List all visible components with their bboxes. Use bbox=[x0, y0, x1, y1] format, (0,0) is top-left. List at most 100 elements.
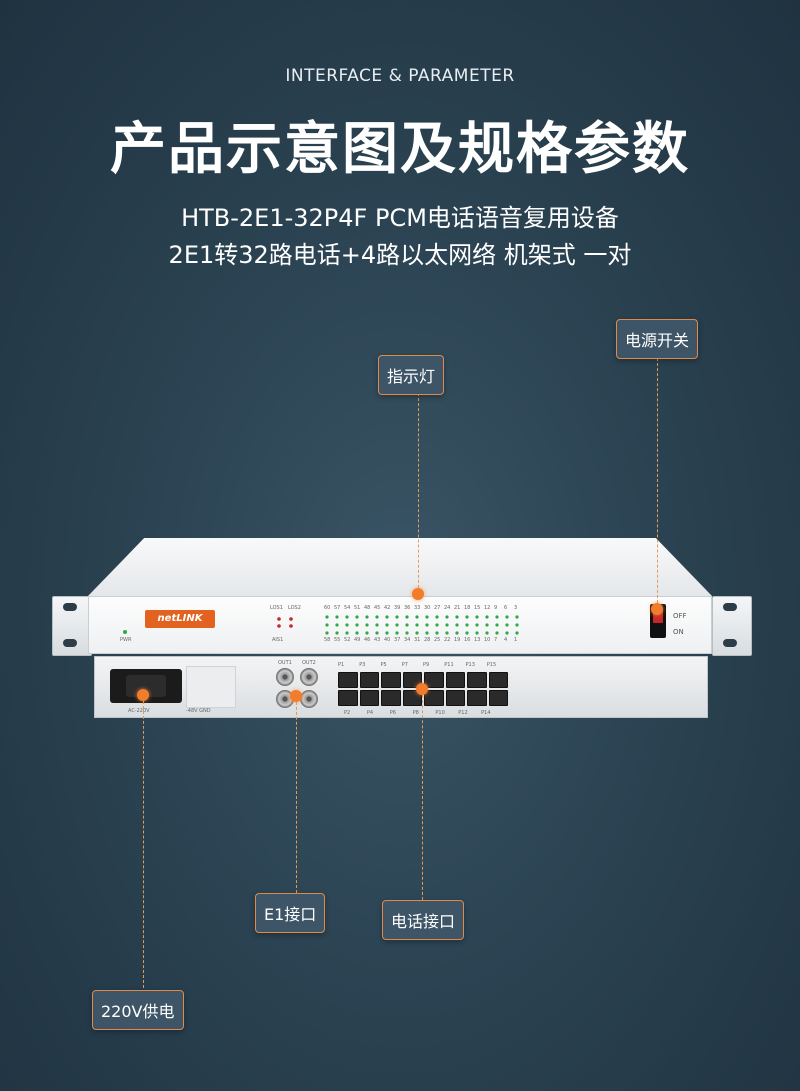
rj11-port[interactable] bbox=[467, 690, 487, 706]
switch-off-label: OFF bbox=[673, 612, 687, 620]
rj11-port[interactable] bbox=[381, 672, 401, 688]
bnc-connector-icon[interactable] bbox=[276, 668, 294, 686]
led-number-label: 54 bbox=[344, 605, 351, 611]
led-number-label: 3 bbox=[514, 605, 518, 611]
product-description-line: 2E1转32路电话+4路以太网络 机架式 一对 bbox=[168, 241, 632, 269]
led-number-label: P3 bbox=[359, 662, 366, 668]
led-number-label: P12 bbox=[458, 710, 468, 716]
led-dot bbox=[345, 623, 349, 627]
rj11-port[interactable] bbox=[338, 690, 358, 706]
rack-ear-right bbox=[712, 596, 752, 656]
led-number-label: P14 bbox=[481, 710, 491, 716]
rj11-port[interactable] bbox=[359, 672, 379, 688]
dc-cover-panel bbox=[186, 666, 236, 708]
power-led-icon bbox=[123, 630, 127, 634]
led-number-label: 45 bbox=[374, 605, 381, 611]
rj11-port[interactable] bbox=[402, 690, 422, 706]
led-dot bbox=[395, 615, 399, 619]
led-dot bbox=[515, 615, 519, 619]
led-dot bbox=[415, 623, 419, 627]
led-number-label: P6 bbox=[389, 710, 396, 716]
led-dot bbox=[335, 615, 339, 619]
led-number-label: 55 bbox=[334, 637, 341, 643]
leader-line-power-supply bbox=[143, 696, 144, 988]
led-dot bbox=[505, 623, 509, 627]
led-dot bbox=[385, 615, 389, 619]
callout-power-supply: 220V供电 bbox=[92, 990, 184, 1030]
led-dot bbox=[385, 623, 389, 627]
led-dot bbox=[375, 615, 379, 619]
led-dot bbox=[455, 623, 459, 627]
rack-ear-left bbox=[52, 596, 92, 656]
pwr-label: PWR bbox=[120, 637, 132, 643]
bnc-connector-icon[interactable] bbox=[300, 668, 318, 686]
plug-socket-icon bbox=[126, 675, 166, 697]
led-number-label: 46 bbox=[364, 637, 371, 643]
led-dot bbox=[515, 631, 519, 635]
out1-label: OUT1 bbox=[278, 660, 292, 666]
led-dot bbox=[355, 623, 359, 627]
led-dot bbox=[435, 631, 439, 635]
callout-power-switch: 电源开关 bbox=[616, 319, 699, 359]
led-number-label: 48 bbox=[364, 605, 371, 611]
led-number-label: 52 bbox=[344, 637, 351, 643]
led-dot bbox=[435, 615, 439, 619]
brand-logo: netLINK bbox=[145, 610, 215, 628]
led-number-label: 21 bbox=[454, 605, 461, 611]
led-number-label: 33 bbox=[414, 605, 421, 611]
rj11-port[interactable] bbox=[338, 672, 358, 688]
led-dot bbox=[355, 631, 359, 635]
led-dot bbox=[425, 615, 429, 619]
los1-label: LOS1 bbox=[270, 605, 283, 611]
led-dot bbox=[455, 631, 459, 635]
led-number-label: 51 bbox=[354, 605, 361, 611]
rj11-port[interactable] bbox=[488, 690, 508, 706]
led-number-label: P5 bbox=[380, 662, 387, 668]
led-number-label: 40 bbox=[384, 637, 391, 643]
led-dot bbox=[345, 631, 349, 635]
rj11-port[interactable] bbox=[488, 672, 508, 688]
led-dot bbox=[325, 623, 329, 627]
led-dot bbox=[445, 631, 449, 635]
led-number-label: 49 bbox=[354, 637, 361, 643]
led-dot bbox=[325, 631, 329, 635]
rj11-port[interactable] bbox=[381, 690, 401, 706]
led-dot bbox=[365, 631, 369, 635]
led-dot bbox=[515, 623, 519, 627]
rj11-port[interactable] bbox=[445, 690, 465, 706]
led-number-label: P1 bbox=[338, 662, 345, 668]
led-number-label: P9 bbox=[423, 662, 430, 668]
led-dot bbox=[405, 623, 409, 627]
marker-dot-icon bbox=[290, 690, 302, 702]
led-dot bbox=[475, 623, 479, 627]
led-number-label: 30 bbox=[424, 605, 431, 611]
led-number-label: 34 bbox=[404, 637, 411, 643]
led-number-label: P15 bbox=[486, 662, 497, 668]
los2-label: LOS2 bbox=[288, 605, 301, 611]
led-number-label: 57 bbox=[334, 605, 341, 611]
leader-line-power-switch bbox=[657, 358, 658, 608]
led-number-label: 13 bbox=[474, 637, 481, 643]
led-dot bbox=[435, 623, 439, 627]
rj11-port[interactable] bbox=[359, 690, 379, 706]
leader-line-e1-port bbox=[296, 697, 297, 893]
led-dot bbox=[485, 615, 489, 619]
led-dot bbox=[355, 615, 359, 619]
bnc-connector-icon[interactable] bbox=[300, 690, 318, 708]
switch-on-label: ON bbox=[673, 628, 684, 636]
rj11-port[interactable] bbox=[424, 690, 444, 706]
led-number-label: 12 bbox=[484, 605, 491, 611]
rj11-port[interactable] bbox=[445, 672, 465, 688]
led-dot bbox=[385, 631, 389, 635]
led-number-label: 43 bbox=[374, 637, 381, 643]
led-dot bbox=[495, 615, 499, 619]
rj11-port[interactable] bbox=[467, 672, 487, 688]
rj11-port[interactable] bbox=[424, 672, 444, 688]
led-dot bbox=[365, 615, 369, 619]
led-number-label: P10 bbox=[435, 710, 445, 716]
led-dot bbox=[495, 631, 499, 635]
led-dot bbox=[395, 623, 399, 627]
